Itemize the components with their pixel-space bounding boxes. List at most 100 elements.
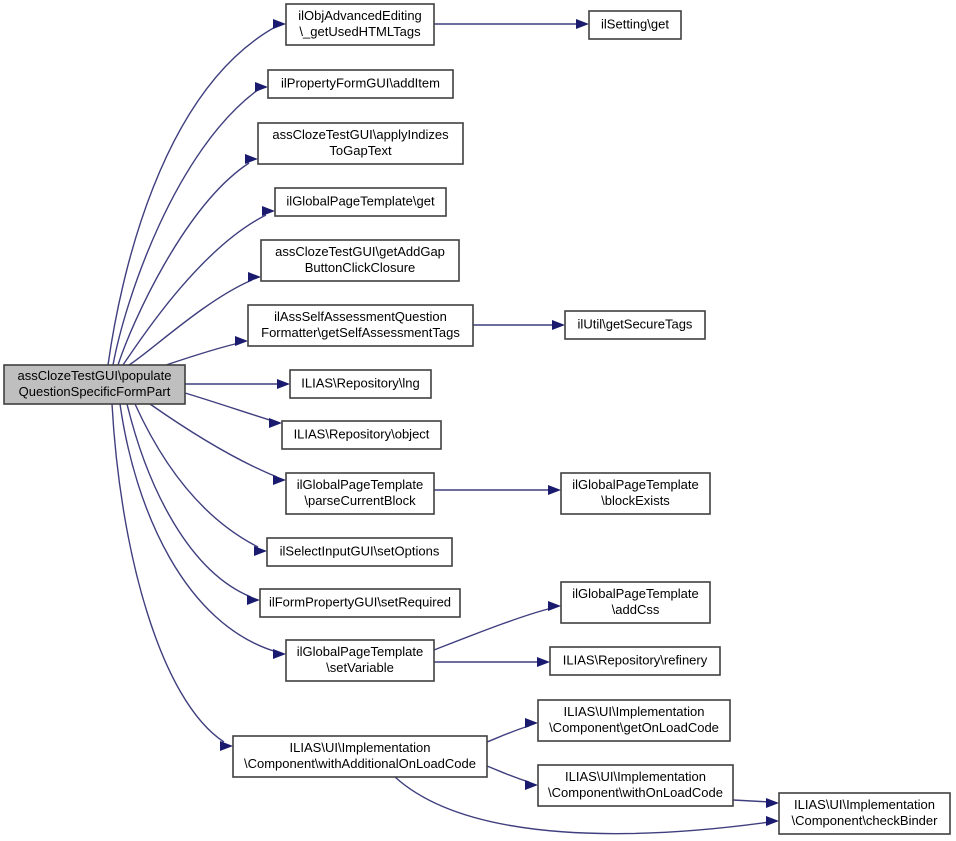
graph-node-m1[interactable]: ilSetting\get — [588, 10, 682, 40]
call-edge — [119, 403, 286, 659]
call-edge — [434, 657, 550, 667]
node-label: Formatter\getSelfAssessmentTags — [261, 325, 460, 340]
node-label: \Component\getOnLoadCode — [549, 720, 719, 735]
arrowhead-icon — [220, 741, 233, 751]
node-layer: assClozeTestGUI\populateQuestionSpecific… — [3, 3, 951, 835]
call-edge — [473, 320, 565, 330]
node-box[interactable] — [266, 537, 453, 567]
arrowhead-icon — [248, 272, 261, 282]
graph-node-n5[interactable]: assClozeTestGUI\getAddGapButtonClickClos… — [260, 239, 460, 282]
node-box[interactable] — [778, 792, 951, 835]
node-label: \parseCurrentBlock — [304, 493, 416, 508]
node-label: ilPropertyFormGUI\addItem — [281, 75, 440, 90]
graph-node-m4[interactable]: ilGlobalPageTemplate\addCss — [560, 581, 711, 624]
edge-line — [149, 403, 278, 478]
edge-line — [112, 88, 260, 366]
call-edge — [486, 765, 538, 790]
graph-node-root[interactable]: assClozeTestGUI\populateQuestionSpecific… — [3, 364, 186, 405]
arrowhead-icon — [766, 816, 779, 826]
node-box[interactable] — [267, 69, 454, 99]
graph-node-n8[interactable]: ILIAS\Repository\object — [281, 420, 442, 450]
node-label: ilSelectInputGUI\setOptions — [280, 543, 440, 558]
graph-node-m7[interactable]: ILIAS\UI\Implementation\Component\withOn… — [537, 764, 734, 807]
node-label: ilObjAdvancedEditing — [298, 8, 422, 23]
graph-node-n4[interactable]: ilGlobalPageTemplate\get — [274, 187, 447, 217]
node-box[interactable] — [247, 304, 474, 347]
graph-node-m3[interactable]: ilGlobalPageTemplate\blockExists — [560, 472, 711, 515]
node-box[interactable] — [560, 472, 711, 515]
node-label: \Component\withOnLoadCode — [548, 785, 723, 800]
node-box[interactable] — [537, 699, 731, 742]
node-box[interactable] — [560, 581, 711, 624]
node-label: ILIAS\Repository\refinery — [563, 652, 708, 667]
edge-line — [122, 214, 267, 366]
call-edge — [732, 798, 779, 808]
node-box[interactable] — [257, 122, 464, 165]
node-box[interactable] — [285, 3, 435, 46]
node-label: assClozeTestGUI\getAddGap — [275, 244, 445, 259]
graph-node-n9[interactable]: ilGlobalPageTemplate\parseCurrentBlock — [285, 472, 435, 515]
edge-line — [119, 403, 278, 653]
call-edge — [107, 19, 286, 366]
edge-line — [486, 725, 530, 743]
node-box[interactable] — [260, 239, 460, 282]
node-box[interactable] — [564, 310, 706, 340]
edge-line — [126, 403, 252, 598]
graph-node-r1[interactable]: ILIAS\UI\Implementation\Component\checkB… — [778, 792, 951, 835]
node-label: ilGlobalPageTemplate — [572, 586, 698, 601]
node-box[interactable] — [259, 588, 461, 618]
node-box[interactable] — [285, 639, 435, 682]
graph-node-n1[interactable]: ilObjAdvancedEditing\_getUsedHTMLTags — [285, 3, 435, 46]
call-edge — [394, 776, 779, 835]
node-label: ilAssSelfAssessmentQuestion — [274, 309, 447, 324]
arrowhead-icon — [235, 336, 248, 346]
graph-node-n2[interactable]: ilPropertyFormGUI\addItem — [267, 69, 454, 99]
graph-node-m2[interactable]: ilUtil\getSecureTags — [564, 310, 706, 340]
node-label: \Component\withAdditionalOnLoadCode — [244, 756, 476, 771]
call-edge — [134, 403, 267, 556]
node-label: assClozeTestGUI\populate — [18, 368, 172, 383]
node-box[interactable] — [285, 472, 435, 515]
call-edge — [486, 718, 538, 743]
node-label: ilSetting\get — [601, 16, 669, 31]
node-box[interactable] — [3, 364, 186, 405]
node-label: assClozeTestGUI\applyIndizes — [272, 127, 449, 142]
node-label: ilUtil\getSecureTags — [578, 316, 693, 331]
graph-node-m5[interactable]: ILIAS\Repository\refinery — [549, 646, 721, 676]
arrowhead-icon — [269, 418, 282, 428]
node-box[interactable] — [232, 735, 488, 778]
call-edge — [184, 392, 282, 428]
node-label: \setVariable — [326, 660, 394, 675]
arrowhead-icon — [277, 379, 290, 389]
edge-line — [117, 162, 250, 366]
graph-node-n13[interactable]: ILIAS\UI\Implementation\Component\withAd… — [232, 735, 488, 778]
node-label: ILIAS\UI\Implementation — [290, 740, 431, 755]
call-edge — [112, 82, 268, 366]
graph-node-n12[interactable]: ilGlobalPageTemplate\setVariable — [285, 639, 435, 682]
call-edge — [149, 403, 286, 485]
node-box[interactable] — [537, 764, 734, 807]
node-label: ilGlobalPageTemplate — [297, 644, 423, 659]
node-label: ILIAS\Repository\object — [294, 426, 430, 441]
arrowhead-icon — [576, 19, 589, 29]
graph-node-n10[interactable]: ilSelectInputGUI\setOptions — [266, 537, 453, 567]
graph-node-m6[interactable]: ILIAS\UI\Implementation\Component\getOnL… — [537, 699, 731, 742]
arrowhead-icon — [245, 154, 258, 164]
arrowhead-icon — [552, 320, 565, 330]
call-edge — [117, 154, 258, 366]
node-box[interactable] — [588, 10, 682, 40]
graph-node-n11[interactable]: ilFormPropertyGUI\setRequired — [259, 588, 461, 618]
node-box[interactable] — [549, 646, 721, 676]
graph-node-n7[interactable]: ILIAS\Repository\lng — [289, 369, 432, 399]
arrowhead-icon — [548, 601, 561, 611]
node-label: \blockExists — [601, 493, 670, 508]
graph-node-n6[interactable]: ilAssSelfAssessmentQuestionFormatter\get… — [247, 304, 474, 347]
edge-line — [107, 25, 278, 366]
arrowhead-icon — [273, 19, 286, 29]
node-box[interactable] — [274, 187, 447, 217]
node-label: ILIAS\UI\Implementation — [565, 769, 706, 784]
node-label: ilFormPropertyGUI\setRequired — [269, 594, 451, 609]
node-box[interactable] — [281, 420, 442, 450]
node-box[interactable] — [289, 369, 432, 399]
